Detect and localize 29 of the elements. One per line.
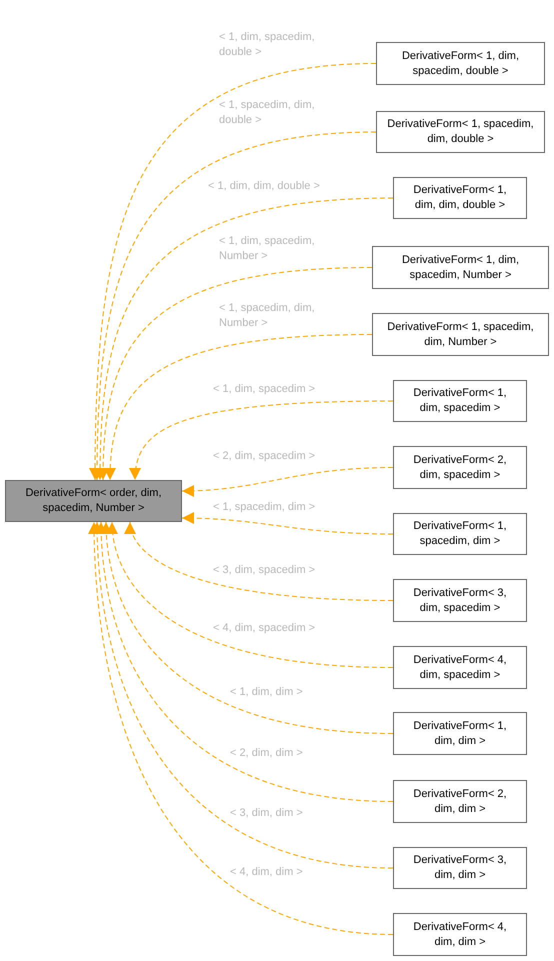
class-box: DerivativeForm< 1, dim, dim, double > xyxy=(393,177,527,219)
class-box: DerivativeForm< 1, spacedim, dim > xyxy=(393,513,527,555)
class-box: DerivativeForm< 4, dim, spacedim > xyxy=(393,646,527,689)
inheritance-arrow xyxy=(100,522,394,734)
edge-label: < 1, spacedim, dim > xyxy=(213,500,316,515)
inheritance-arrow xyxy=(88,522,394,935)
edge-label: < 2, dim, spacedim > xyxy=(213,448,316,464)
edge-label: < 4, dim, spacedim > xyxy=(213,621,316,636)
class-box: DerivativeForm< 1, spacedim, dim, Number > xyxy=(372,313,549,356)
class-box: DerivativeForm< 1, dim, spacedim, Number > xyxy=(372,246,549,289)
class-box: DerivativeForm< 1, dim, spacedim > xyxy=(393,380,527,422)
class-box: DerivativeForm< 1, dim, spacedim, double > xyxy=(376,42,545,85)
class-box: DerivativeForm< 2, dim, dim > xyxy=(393,780,527,823)
edge-label: < 1, dim, spacedim > xyxy=(213,382,316,397)
inheritance-arrow xyxy=(104,334,372,480)
class-box: DerivativeForm< 4, dim, dim > xyxy=(393,913,527,956)
class-box: DerivativeForm< 3, dim, spacedim > xyxy=(393,579,527,622)
inheritance-arrow xyxy=(89,63,376,480)
edge-label: < 3, dim, spacedim > xyxy=(213,563,316,578)
class-box: DerivativeForm< 2, dim, spacedim > xyxy=(393,446,527,489)
inheritance-arrow xyxy=(126,522,394,601)
class-box: DerivativeForm< 1, spacedim, dim, double > xyxy=(376,111,545,153)
class-box: DerivativeForm< 1, dim, dim > xyxy=(393,712,527,755)
inheritance-arrow xyxy=(182,467,394,497)
class-box: DerivativeForm< order, dim, spacedim, Number > xyxy=(5,480,182,522)
inheritance-arrow xyxy=(182,512,394,534)
inheritance-arrow xyxy=(106,522,394,668)
inheritance-arrow xyxy=(130,400,394,480)
class-box: DerivativeForm< 3, dim, dim > xyxy=(393,847,527,889)
